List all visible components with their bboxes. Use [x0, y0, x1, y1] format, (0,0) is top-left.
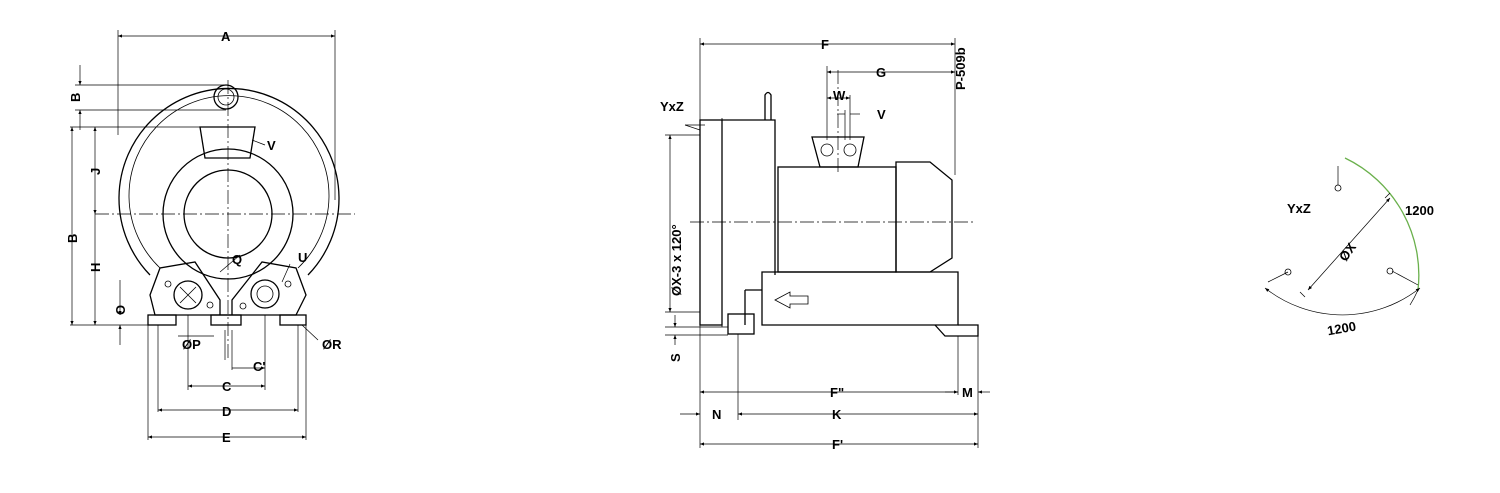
- dim-label-c-prime: C': [253, 359, 265, 374]
- dim-label-w: W: [833, 88, 846, 103]
- dim-label-m: M: [962, 385, 973, 400]
- dim-label-x-detail: ØX: [1336, 240, 1359, 264]
- port-left: [173, 280, 203, 310]
- dim-label-v: V: [267, 138, 276, 153]
- dim-label-hole-pattern: ØX-3 x 120°: [669, 224, 684, 296]
- dim-label-a: A: [221, 29, 231, 44]
- angle-arc-right: [1344, 157, 1420, 291]
- front-housing-outline: [118, 87, 340, 276]
- airflow-arrow: [774, 291, 809, 309]
- dim-label-angle-bottom: 1200: [1326, 319, 1357, 339]
- dim-label-o: O: [113, 305, 128, 315]
- angle-arc-bottom: [1264, 287, 1421, 316]
- side-base: [761, 271, 959, 326]
- dim-label-yxz-side: YxZ: [660, 99, 684, 114]
- dim-label-n: N: [712, 407, 721, 422]
- dim-label-or: ØR: [322, 337, 342, 352]
- dim-label-op: ØP: [182, 337, 201, 352]
- flange-detail: YxZ ØX 1200 1200: [1264, 157, 1434, 339]
- dim-label-angle-right: 1200: [1405, 203, 1434, 218]
- dim-label-s: S: [668, 353, 683, 362]
- terminal-box: [811, 136, 865, 168]
- bolt-hole-top: [1334, 184, 1342, 192]
- dim-label-q: Q: [232, 252, 242, 267]
- port-right: [250, 279, 280, 309]
- dim-label-f-prime: F': [832, 437, 843, 452]
- model-label: P-509b: [953, 47, 968, 90]
- dim-label-j: J: [88, 168, 103, 175]
- dim-label-k: K: [832, 407, 842, 422]
- dim-label-d: D: [222, 404, 231, 419]
- dim-label-b: B: [65, 234, 80, 243]
- front-view: A B J B H O V Q U ØR ØP C' C D E: [65, 29, 355, 445]
- side-motor-fan-cover: [895, 161, 953, 273]
- dim-label-b-top: B: [68, 93, 83, 102]
- dim-label-v-side: V: [877, 107, 886, 122]
- dim-label-h: H: [88, 263, 103, 272]
- front-housing-inner: [128, 95, 330, 269]
- dim-label-c: C: [222, 379, 232, 394]
- side-view: F P-509b G W V YxZ ØX-3 x 120° S F" M N …: [660, 37, 990, 452]
- dim-label-e: E: [222, 430, 231, 445]
- bolt-hole-left: [1284, 268, 1292, 276]
- top-port: [199, 126, 256, 159]
- dim-label-yxz-detail: YxZ: [1287, 201, 1311, 216]
- side-flange: [699, 119, 723, 326]
- dim-label-g: G: [876, 65, 886, 80]
- dim-label-f: F: [821, 37, 829, 52]
- dim-label-u: U: [298, 250, 307, 265]
- side-motor: [777, 166, 897, 273]
- dim-label-f-double: F": [830, 385, 844, 400]
